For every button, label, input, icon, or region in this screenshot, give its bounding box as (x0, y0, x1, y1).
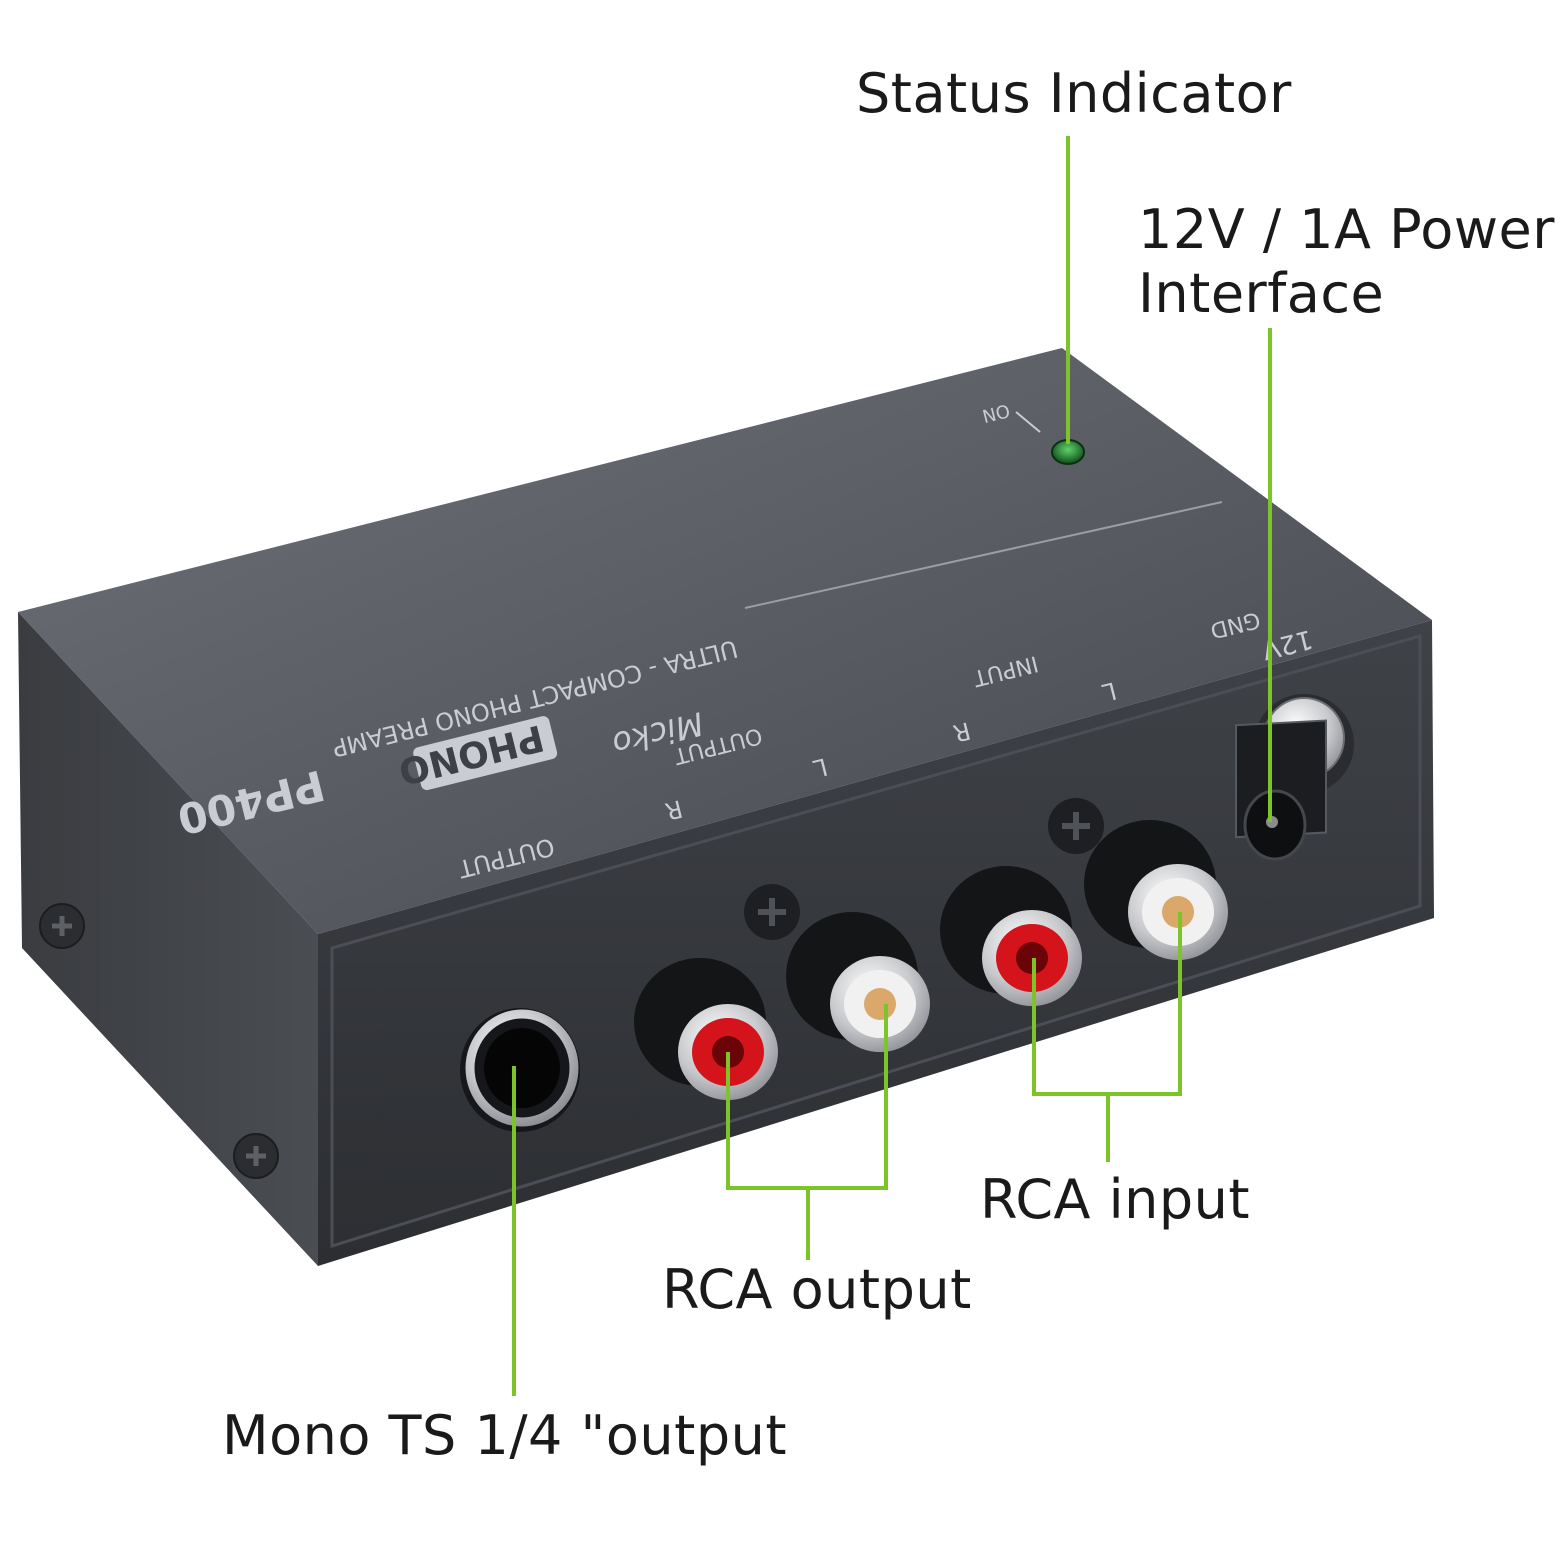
front-screw-right-icon (1048, 798, 1104, 854)
led-marker-line (1015, 411, 1041, 433)
callout-rca-input-text: RCA input (980, 1168, 1251, 1231)
callout-power-interface: 12V / 1A Power Interface (1138, 198, 1555, 326)
callout-rca-input: RCA input (980, 1168, 1250, 1232)
dc-power-jack (1235, 719, 1327, 861)
callout-status-indicator: Status Indicator (856, 62, 1292, 126)
mono-quarter-inch-jack (460, 1008, 580, 1132)
callout-mono-output: Mono TS 1/4 "output (222, 1404, 787, 1468)
callout-power-text-line2: Interface (1138, 262, 1385, 325)
side-screw-bottom-icon (233, 1133, 279, 1179)
callout-power-text-line1: 12V / 1A Power (1138, 198, 1555, 261)
front-screw-left-icon (744, 884, 800, 940)
top-panel-divider (744, 501, 1223, 609)
input-r-label: R (950, 716, 973, 747)
callout-rca-output-text: RCA output (662, 1258, 972, 1321)
callout-mono-output-text: Mono TS 1/4 "output (222, 1404, 788, 1467)
front-panel-inset (330, 634, 1422, 1249)
device-left-side (18, 612, 318, 1266)
leader-rca-input (1032, 912, 1182, 1162)
leader-lines (512, 136, 1272, 1396)
callout-status-text: Status Indicator (856, 62, 1292, 125)
device-top-face (18, 348, 1432, 934)
side-screw-top-icon (39, 903, 85, 949)
callout-rca-output: RCA output (662, 1258, 972, 1322)
series-badge (413, 716, 558, 791)
preamp-device: PP400 PHONO Micko ULTRA - COMPACT PHONO … (18, 348, 1434, 1266)
leader-rca-output (726, 1004, 888, 1260)
output-r-label: R (662, 794, 685, 825)
